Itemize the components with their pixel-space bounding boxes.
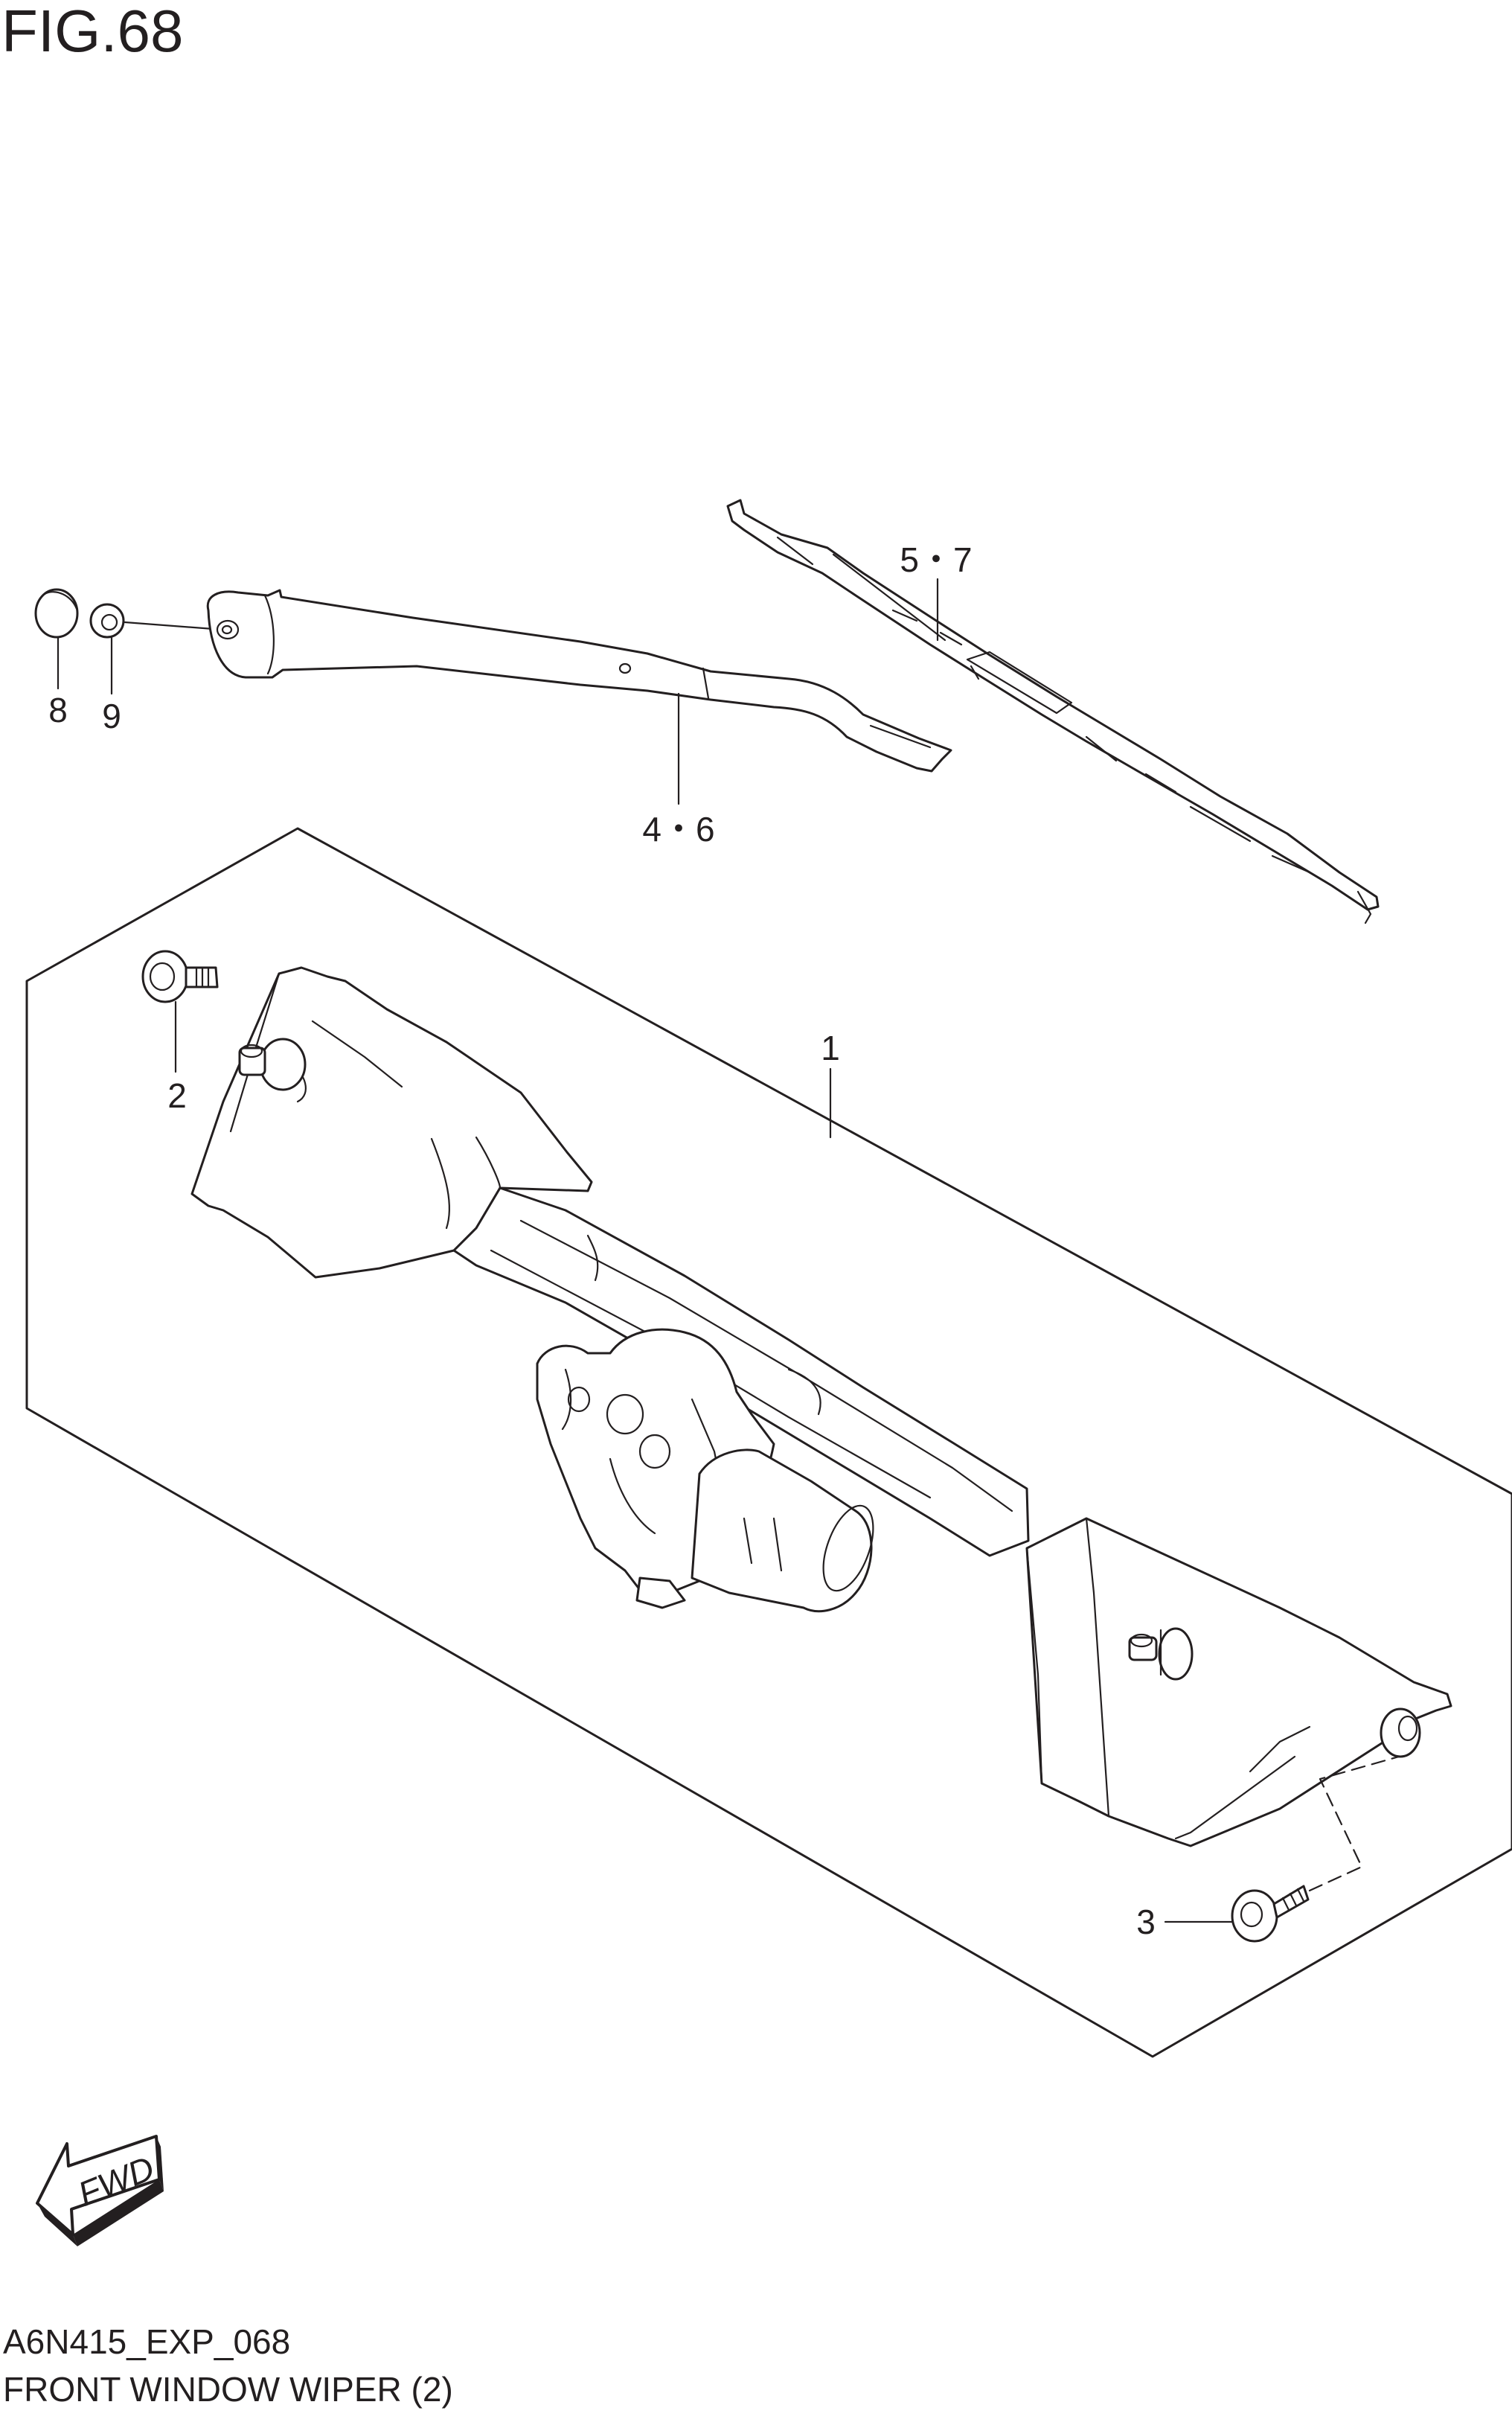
callout-2: 2 xyxy=(167,1076,187,1115)
fwd-arrow-icon: FWD xyxy=(36,2135,164,2246)
callout-3: 3 xyxy=(1136,1903,1156,1941)
part-8-cap[interactable] xyxy=(34,588,79,639)
figure-title: FIG.68 xyxy=(1,0,184,64)
part-3-bolt[interactable] xyxy=(1231,1885,1310,1943)
part-2-bolt[interactable] xyxy=(141,950,219,1003)
callout-9: 9 xyxy=(102,697,121,735)
callout-4-6: 4・6 xyxy=(642,810,714,849)
part-9-nut[interactable] xyxy=(89,603,125,639)
callout-5-7: 5・7 xyxy=(900,540,972,579)
part-5-7-wiper-blade[interactable] xyxy=(726,499,1380,924)
dashed-guide-3 xyxy=(1308,1755,1400,1892)
leader-9-arm xyxy=(124,621,225,631)
assembly-outline xyxy=(25,827,1512,2058)
figure-code: A6N415_EXP_068 xyxy=(3,2322,291,2361)
callout-1: 1 xyxy=(821,1029,840,1067)
part-1-wiper-linkage[interactable] xyxy=(190,966,1452,1847)
callout-8: 8 xyxy=(48,691,68,729)
figure-caption: FRONT WINDOW WIPER (2) xyxy=(3,2370,453,2409)
part-4-6-wiper-arm[interactable] xyxy=(206,589,952,773)
